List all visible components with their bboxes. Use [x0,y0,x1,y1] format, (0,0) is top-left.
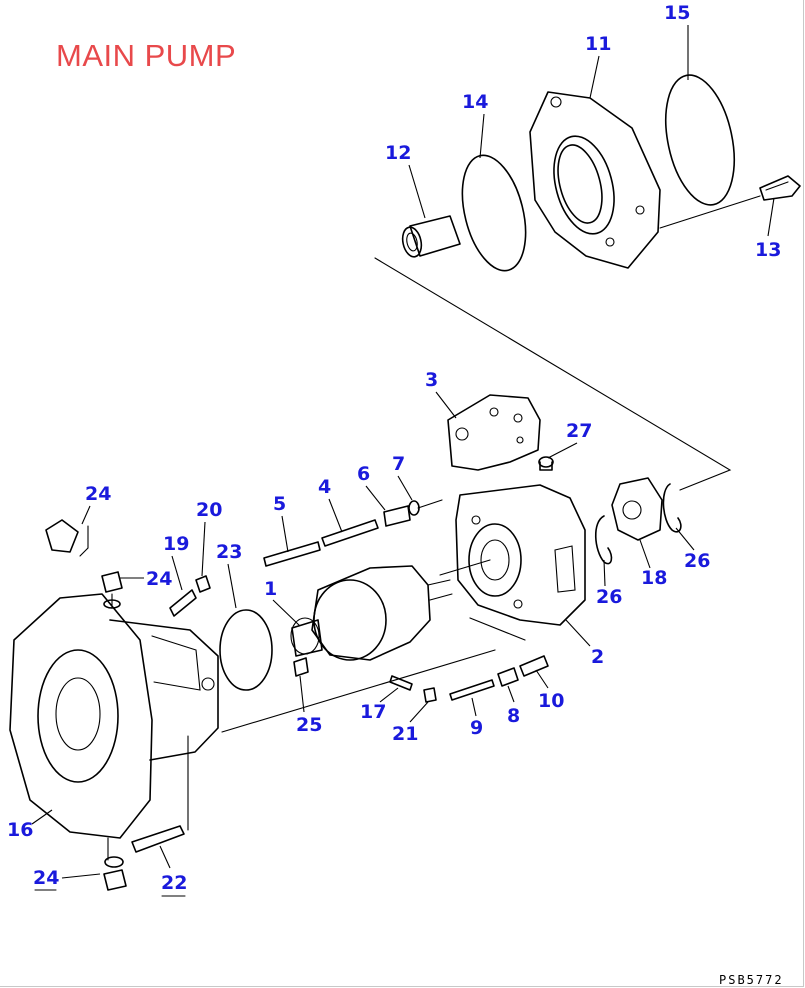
part-plug-24-mid [101,571,123,593]
diagram-title: MAIN PUMP [56,38,236,73]
part-bearing-plate [611,477,663,541]
part-pin-25 [293,657,309,677]
part-spring-10 [519,655,549,677]
callout-label: 12 [385,142,411,164]
part-spring-6 [383,505,411,527]
assembly-guide-lines [79,195,761,861]
callout-label: 18 [641,567,667,589]
callout-label: 23 [216,541,242,563]
callout-label: 20 [196,499,222,521]
callout-label: 24 [85,483,111,505]
callout-label: 3 [425,369,438,391]
callout-label: 4 [318,476,331,498]
callout-label: 8 [507,705,520,727]
part-plug-27 [538,456,554,471]
part-coupling [401,215,461,258]
part-bolt-13 [759,175,801,201]
callout-label: 21 [392,723,418,745]
callout-label: 26 [684,550,710,572]
part-bolt-22 [131,825,185,853]
callout-label: 10 [538,690,564,712]
part-nut-20 [195,575,211,593]
part-washer-24 [103,599,121,609]
part-pump-case [455,484,586,626]
part-seat-7 [408,500,420,516]
part-rotary-group [290,565,453,661]
part-cover-flange [529,91,661,269]
part-washer-24-bottom [104,856,124,868]
callout-label: 26 [596,586,622,608]
part-nut-21 [423,687,437,703]
part-gasket-23 [219,609,273,691]
part-plug-8 [497,667,519,687]
callout-label: 7 [392,453,405,475]
callout-label: 14 [462,91,488,113]
part-housing [9,593,219,839]
callout-label: 13 [755,239,781,261]
leader-lines [31,25,775,879]
callout-label: 5 [273,493,286,515]
part-rod-9 [449,679,495,701]
callout-label: 6 [357,463,370,485]
part-pin-5 [263,541,321,567]
callout-label: 25 [296,714,322,736]
part-plug-24-bottom [103,869,127,891]
callout-label: 9 [470,717,483,739]
part-plug-24-top [45,519,79,553]
callout-label: 2 [591,646,604,668]
drawing-code: PSB5772 [719,973,784,987]
part-snap-ring-right [662,483,682,533]
callout-label: 24 [33,867,59,889]
callout-label: 19 [163,533,189,555]
part-key-17 [389,675,413,691]
callout-label: 27 [566,420,592,442]
callout-label: 11 [585,33,611,55]
callout-label: 17 [360,701,386,723]
callout-label: 16 [7,819,33,841]
callout-label: 22 [161,872,187,894]
callout-label: 1 [264,578,277,600]
part-o-ring-large [665,74,735,206]
callout-labels: 1 2 3 4 5 6 7 8 9 10 11 12 13 14 15 16 1… [7,2,781,894]
part-shaft [321,519,379,547]
part-screw-19 [169,589,197,617]
callout-label: 15 [664,2,690,24]
part-snap-ring-left [594,515,613,565]
callout-label: 24 [146,568,172,590]
part-o-ring [461,154,527,272]
part-servo-valve [447,394,541,471]
